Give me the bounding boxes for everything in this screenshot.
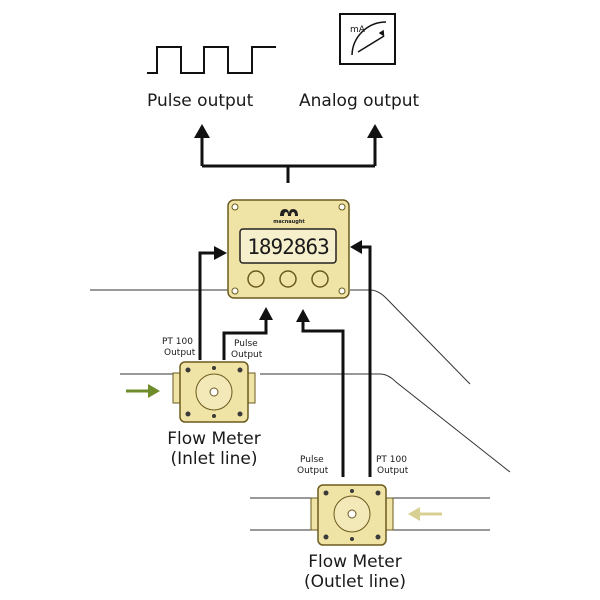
inlet-title-line1: Flow Meter <box>167 429 260 449</box>
inlet-flow-meter <box>172 361 256 423</box>
display-button-left[interactable] <box>247 270 265 288</box>
analog-output-label: Analog output <box>299 91 420 111</box>
outlet-pulse-arrowhead <box>296 309 310 322</box>
inlet-pt100-arrowhead <box>214 246 227 260</box>
outlet-flow-meter <box>310 484 394 546</box>
display-unit: macnaught 1892863 <box>227 199 350 299</box>
meter-unit-label: mA <box>350 25 366 35</box>
pipe-lines <box>90 289 511 531</box>
outlet-pt100-label-line1: PT 100 <box>376 455 407 465</box>
analog-meter-icon: mA <box>339 13 396 65</box>
display-button-center[interactable] <box>279 270 297 288</box>
pulse-waveform-icon <box>147 46 276 74</box>
lcd-reading: 1892863 <box>247 235 329 259</box>
outlet-signal-lines <box>301 245 372 477</box>
outlet-pulse-label-line1: Pulse <box>300 455 324 465</box>
inlet-pulse-arrowhead <box>259 307 273 320</box>
inlet-pt100-label-line2: Output <box>164 348 196 358</box>
outlet-title-line1: Flow Meter <box>308 552 401 572</box>
output-arrows <box>200 138 377 183</box>
pulse-output-label: Pulse output <box>147 91 254 111</box>
brand-label: macnaught <box>273 219 305 225</box>
outlet-pt100-arrowhead <box>350 240 362 254</box>
brand-logo-icon <box>280 209 298 216</box>
inlet-flow-arrow-icon <box>126 384 160 398</box>
display-button-right[interactable] <box>311 270 329 288</box>
outlet-title-line2: (Outlet line) <box>304 572 406 592</box>
outlet-pt100-label-line2: Output <box>377 466 409 476</box>
inlet-title-line2: (Inlet line) <box>171 449 258 469</box>
pulse-output-arrowhead <box>194 124 210 138</box>
inlet-pulse-label-line2: Output <box>231 350 263 360</box>
outlet-pulse-label-line2: Output <box>297 466 329 476</box>
inlet-pt100-label-line1: PT 100 <box>162 337 193 347</box>
analog-output-arrowhead <box>367 124 383 138</box>
inlet-pulse-label-line1: Pulse <box>234 339 258 349</box>
outlet-flow-arrow-icon <box>408 507 442 521</box>
inlet-signal-lines <box>198 251 268 360</box>
